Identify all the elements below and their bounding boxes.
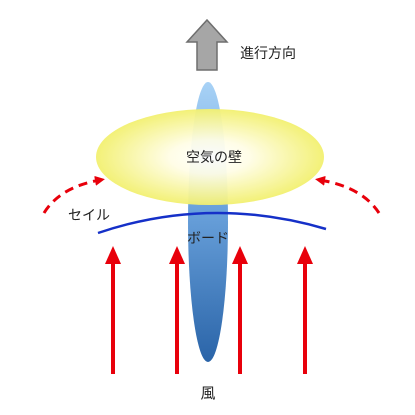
wind-arrowhead-1 xyxy=(105,246,121,264)
wind-label: 風 xyxy=(200,384,215,402)
air-wall-shape xyxy=(96,109,324,205)
airflow-right-arrow-icon xyxy=(315,175,381,214)
sail-label: セイル xyxy=(68,208,110,224)
direction-arrow-icon xyxy=(185,18,229,71)
wind-arrows xyxy=(105,246,313,374)
wind-arrowhead-3 xyxy=(232,246,248,264)
sail-line xyxy=(97,211,327,235)
air-wall-label: 空気の壁 xyxy=(186,150,242,166)
direction-label: 進行方向 xyxy=(240,46,296,62)
wind-arrowhead-2 xyxy=(169,246,185,264)
board-label: ボード xyxy=(187,231,229,247)
airflow-left-arrow-icon xyxy=(42,175,105,214)
wind-arrowhead-4 xyxy=(297,246,313,264)
